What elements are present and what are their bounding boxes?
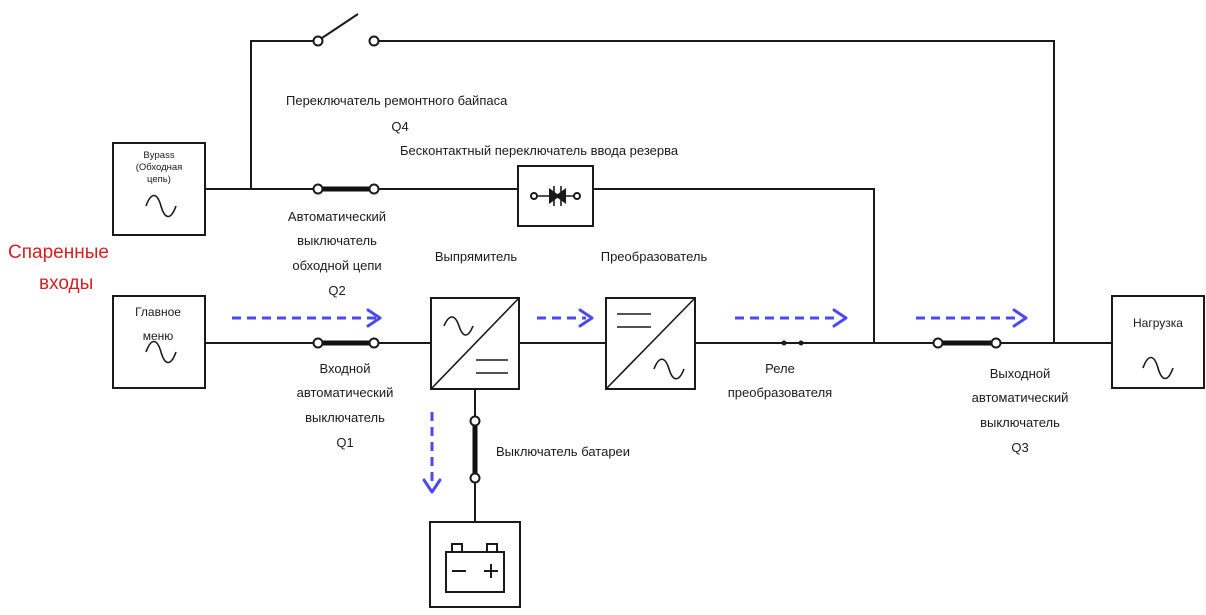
bypass-source-label: Bypass [143,150,174,161]
battery-box [429,521,521,608]
input-breaker-label: Входной [319,361,370,376]
dual-inputs-label: Спаренные [8,242,109,263]
maintenance-bypass-label: Переключатель ремонтного байпаса [286,93,508,108]
inverter-diagonal [605,297,696,390]
battery-switch-label: Выключатель батареи [496,444,630,459]
sine-wave-icon [1142,356,1174,380]
bypass-wire-3 [593,188,875,343]
rectifier-label: Выпрямитель [435,249,518,264]
breaker-contact [932,337,944,349]
q4-label: Q4 [391,119,408,134]
load-label: Нагрузка [1133,316,1183,330]
bypass-source-label: (Обходная [136,162,183,173]
input-breaker-label: автоматический [297,385,394,400]
output-breaker-label: автоматический [972,390,1069,405]
bypass-source-box [112,142,206,236]
bypass-source-label: цепь) [147,174,171,185]
inverter-relay-label: Реле [765,361,795,376]
breaker-contact [312,337,324,349]
switch-blade [321,13,359,39]
bypass-breaker-label: обходной цепи [292,258,381,273]
rectifier-diagonal [430,297,520,390]
breaker-contact [990,337,1002,349]
relay-contact [798,340,804,346]
input-breaker-label: выключатель [305,410,385,425]
switch-contact [469,415,481,427]
power-flow-arrows [232,308,1028,494]
breaker-contact [368,337,380,349]
input-breaker [312,337,380,349]
breaker-contact [312,183,324,195]
sine-wave-icon [145,194,177,218]
sine-wave-icon [145,340,177,364]
relay-contact [781,340,787,346]
maintenance-bypass-wire [250,40,318,189]
maintenance-bypass-return-wire [374,40,1055,343]
inverter-label: Преобразователь [601,249,708,264]
switch-contact [368,35,380,47]
ac-dc-converter-icon [443,316,474,336]
bypass-breaker-label: Q2 [328,283,345,298]
output-breaker-label: Выходной [990,366,1051,381]
breaker-contact [368,183,380,195]
maintenance-bypass-switch [312,13,380,47]
dual-inputs-label: входы [39,273,93,294]
main-source-box [112,295,206,389]
load-box [1111,295,1205,389]
output-breaker-label: выключатель [980,415,1060,430]
bypass-breaker [312,183,380,195]
switch-contact [469,472,481,484]
thyristor-icon [530,186,581,206]
battery-switch [469,415,481,484]
main-source-label: меню [143,329,174,343]
input-breaker-label: Q1 [336,435,353,450]
main-source-label: Главное [135,305,181,319]
switch-contact [312,35,324,47]
battery-icon [445,543,505,593]
output-breaker-label: Q3 [1011,440,1028,455]
wiring [205,40,1112,522]
bypass-breaker-label: выключатель [297,233,377,248]
bypass-breaker-label: Автоматический [288,209,386,224]
static-switch-label: Бесконтактный переключатель ввода резерв… [400,143,679,158]
output-breaker [932,337,1002,349]
inverter-relay-label: преобразователя [728,385,832,400]
